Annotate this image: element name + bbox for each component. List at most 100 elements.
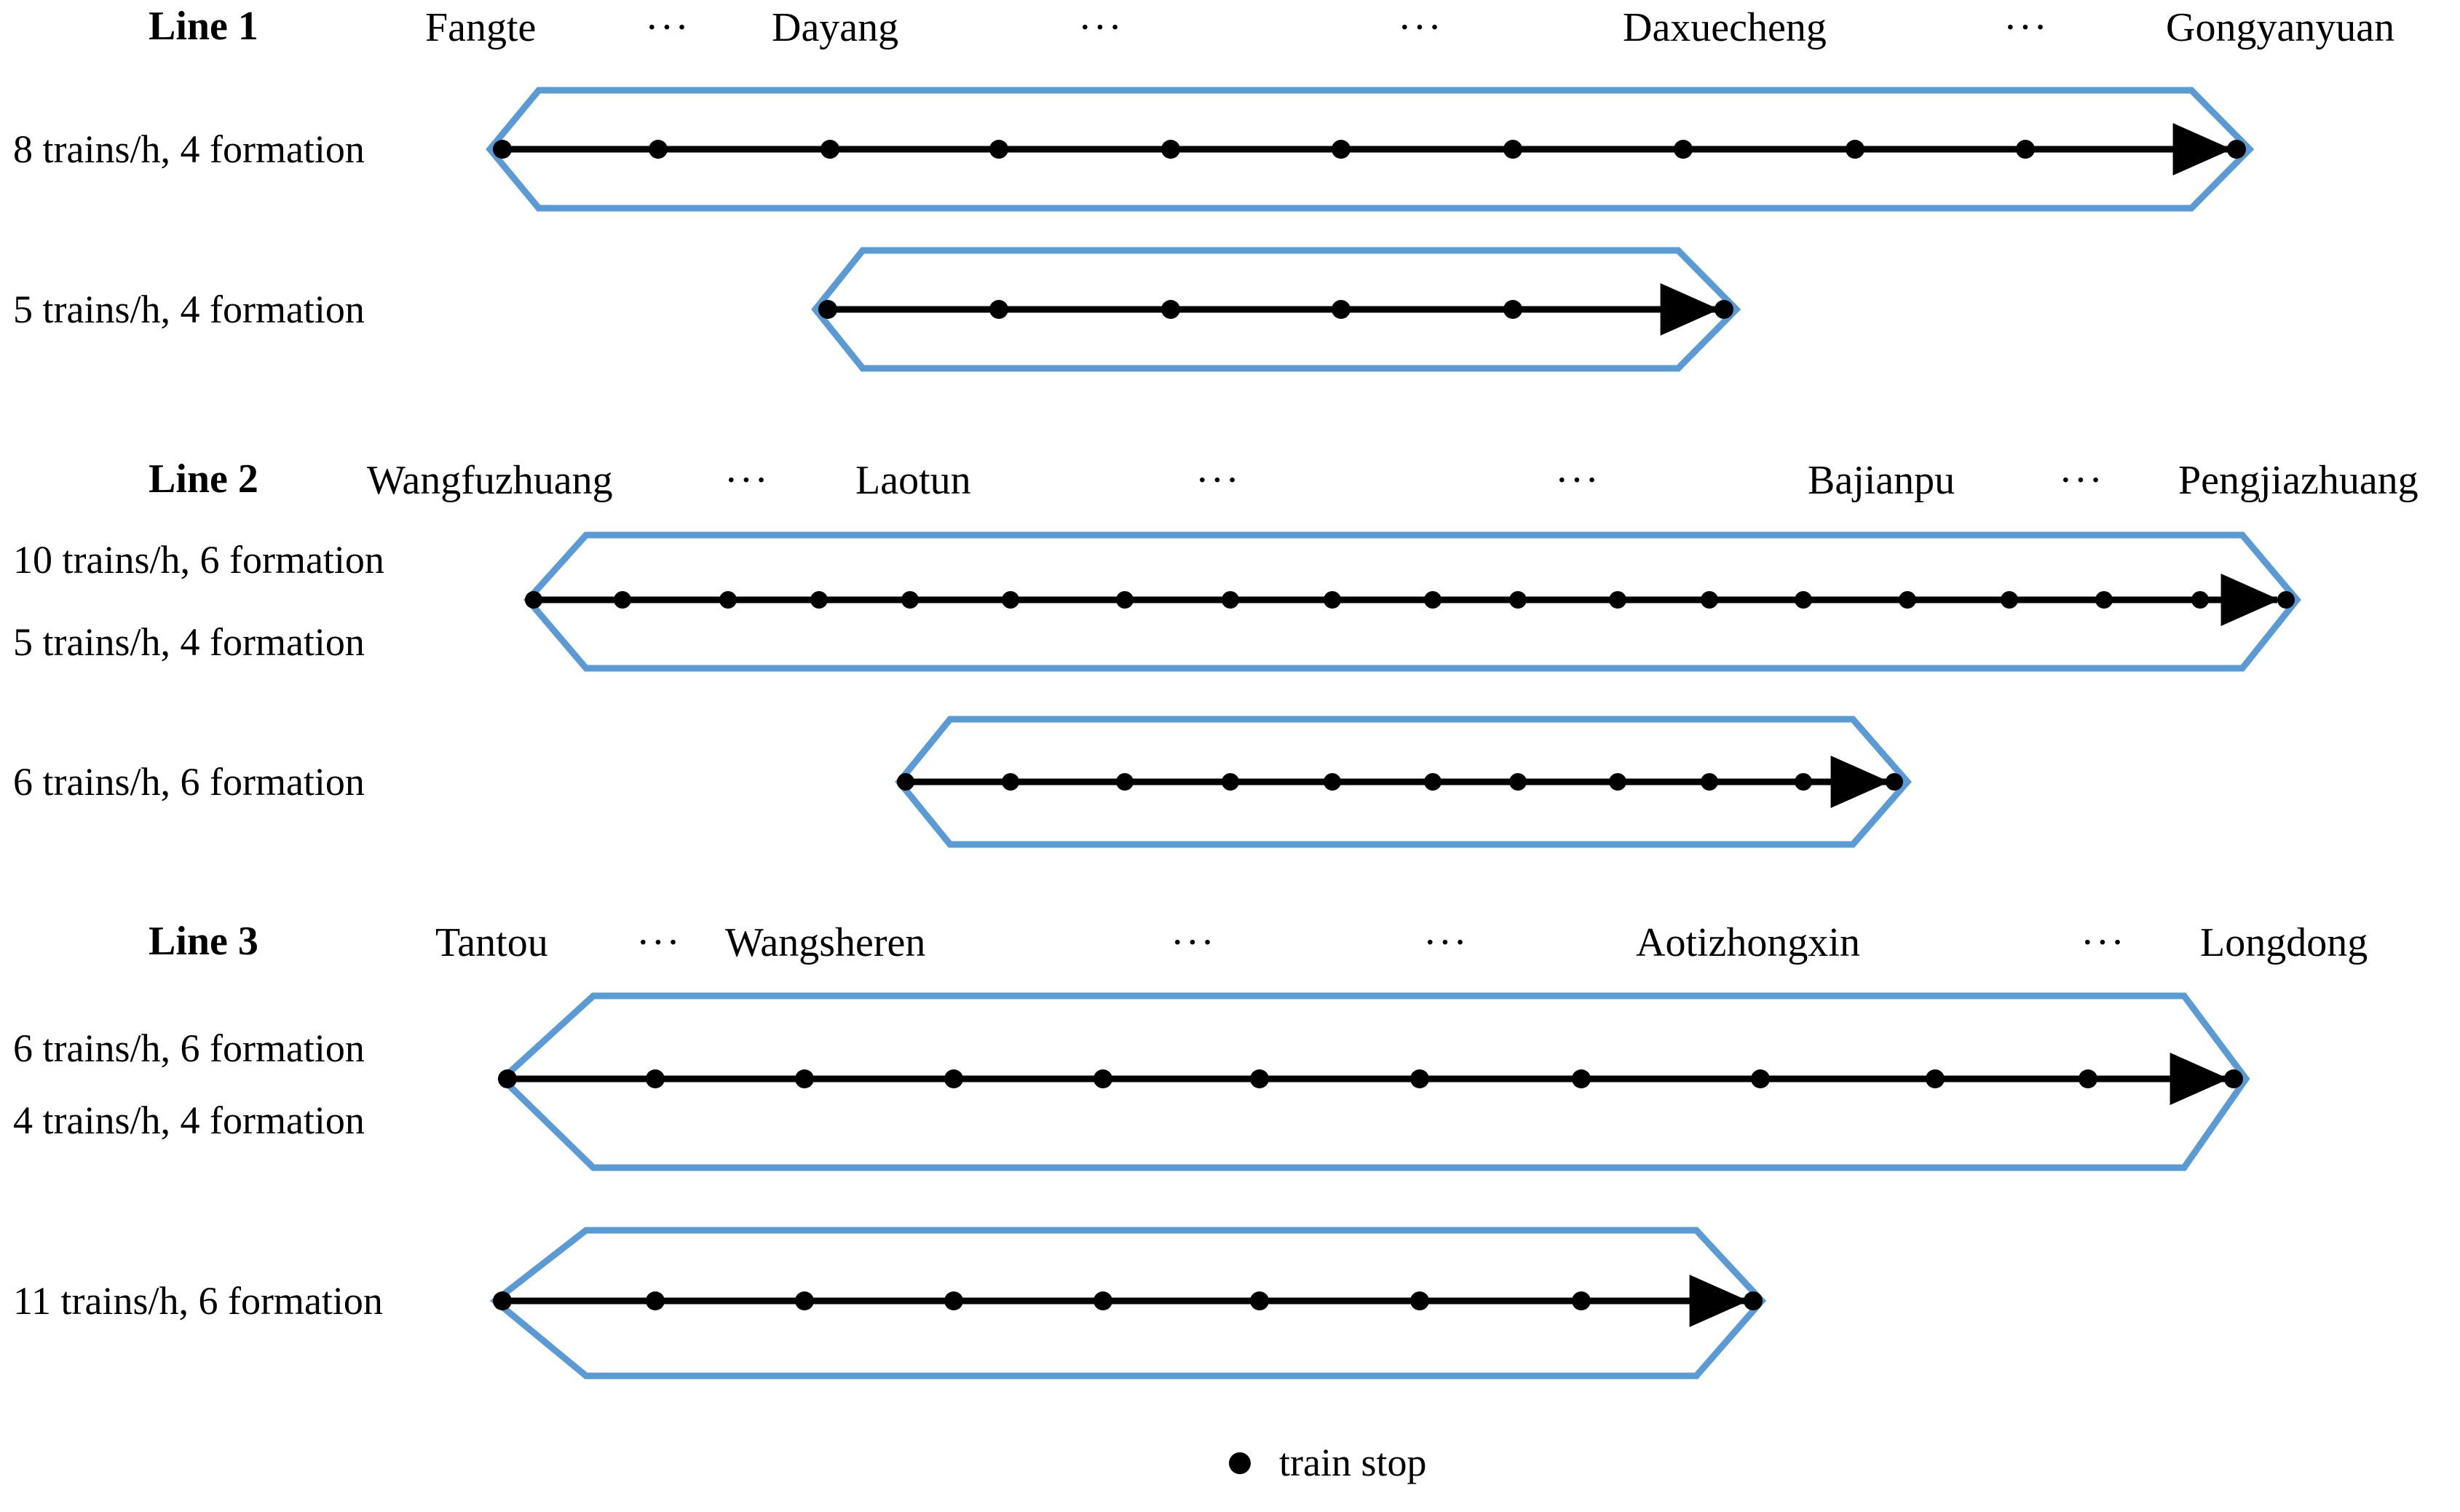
train-stop-dot [795,1069,814,1088]
train-stop-dot [646,1291,665,1310]
train-stop-dot [1509,773,1527,791]
line-1-service-2-frequency: 5 trains/h, 4 formation [13,288,365,331]
train-stop-dot [1795,591,1812,609]
train-stop-dot [2277,591,2295,609]
train-stop-dot [1846,140,1864,159]
train-stop-dot [944,1069,963,1088]
train-stop-dot [1410,1069,1429,1088]
legend-train-stop-icon [1229,1452,1251,1474]
train-stop-dot [1222,773,1239,791]
train-stop-dot [1926,1069,1945,1088]
train-stop-dot [1324,773,1341,791]
train-stop-dot [1609,591,1626,609]
train-stop-dot [1572,1069,1591,1088]
train-stop-dot [1795,773,1812,791]
train-stop-dot [649,140,668,159]
train-stop-dot [810,591,828,609]
train-stop-dot [2224,1069,2243,1088]
train-stop-dot [1674,140,1693,159]
train-stop-dot [719,591,737,609]
train-stop-dot [2001,591,2018,609]
line-3-ellipsis-1: ··· [636,920,681,965]
train-stop-dot [1161,300,1180,319]
train-stop-dot [1410,1291,1429,1310]
train-stop-dot [614,591,631,609]
train-stop-dot [2016,140,2035,159]
line-1-title: Line 1 [149,4,258,49]
line-3-service-1-frequency-b: 4 trains/h, 4 formation [13,1099,365,1142]
train-stop-dot [498,1069,517,1088]
train-stop-dot [493,140,512,159]
train-stop-dot [795,1291,814,1310]
line-3-service-2-route [493,1275,1763,1327]
train-stop-dot [2079,1069,2097,1088]
train-stop-dot [1161,140,1180,159]
line-2-station-pengjiazhuang: Pengjiazhuang [2178,458,2419,503]
train-stop-dot [901,591,919,609]
line-1-ellipsis-2: ··· [1078,5,1123,50]
train-stop-dot [1509,591,1527,609]
line-2-service-2-frequency: 6 trains/h, 6 formation [13,760,365,804]
line-1-ellipsis-3: ··· [1398,5,1443,50]
train-stop-dot [1701,591,1718,609]
line-3-service-2-frequency: 11 trains/h, 6 formation [13,1279,383,1323]
train-stop-dot [989,140,1008,159]
train-stop-dot [1609,773,1626,791]
line-1-service-2-band [811,247,1741,372]
line-2-service-1-route [525,574,2295,626]
train-stop-dot [1002,773,1019,791]
line-2-ellipsis-2: ··· [1195,458,1241,503]
line-2-service-1-frequency-b: 5 trains/h, 4 formation [13,620,365,664]
train-stop-dot [1332,300,1350,319]
line-3-service-1-route [498,1053,2243,1105]
train-stop-dot [1715,300,1733,319]
line-1-station-gongyanyuan: Gongyanyuan [2166,5,2395,50]
train-stop-dot [1751,1069,1770,1088]
line-3-service-1-frequency-a: 6 trains/h, 6 formation [13,1026,365,1070]
train-stop-dot [989,300,1008,319]
line-2-station-bajianpu: Bajianpu [1808,458,1955,503]
line-2-ellipsis-1: ··· [724,458,770,503]
line-1-station-fangte: Fangte [425,5,537,50]
train-stop-dot [820,140,839,159]
band-outline [486,87,2255,212]
train-stop-dot [818,300,837,319]
train-stop-dot [2227,140,2246,159]
band-outline [811,247,1741,372]
train-stop-dot [944,1291,963,1310]
line-1-ellipsis-4: ··· [2004,5,2049,50]
line-1-service-1-band [486,87,2255,212]
legend-label: train stop [1279,1441,1427,1484]
train-stop-dot [1701,773,1718,791]
line-3-station-aotizhongxin: Aotizhongxin [1636,920,1860,965]
train-stop-dot [1116,773,1134,791]
train-stop-dot [525,591,542,609]
train-stop-dot [1332,140,1350,159]
line-2-title: Line 2 [149,456,258,502]
train-stop-dot [1572,1291,1591,1310]
train-stop-dot [1503,300,1522,319]
line-2-service-1-frequency-a: 10 trains/h, 6 formation [13,538,384,582]
train-stop-dot [1093,1291,1112,1310]
train-stop-dot [1424,591,1441,609]
train-stop-dot [2191,591,2209,609]
line-3-ellipsis-4: ··· [2081,920,2126,965]
train-stop-dot [1116,591,1134,609]
line-3-station-wangsheren: Wangsheren [725,920,926,965]
line-2-station-laotun: Laotun [855,458,971,503]
line-1-service-2-route [818,283,1733,336]
line-2-service-2-route [897,756,1903,808]
train-stop-dot [1324,591,1341,609]
line-3-title: Line 3 [149,919,258,964]
train-stop-dot [1744,1291,1763,1310]
line-1-service-1-frequency: 8 trains/h, 4 formation [13,127,365,171]
train-stop-dot [493,1291,512,1310]
line-2-ellipsis-4: ··· [2059,458,2104,503]
line-1-ellipsis-1: ··· [645,5,690,50]
train-stop-dot [1886,773,1903,791]
train-stop-dot [1222,591,1239,609]
train-stop-dot [2095,591,2113,609]
line-2-ellipsis-3: ··· [1555,458,1600,503]
